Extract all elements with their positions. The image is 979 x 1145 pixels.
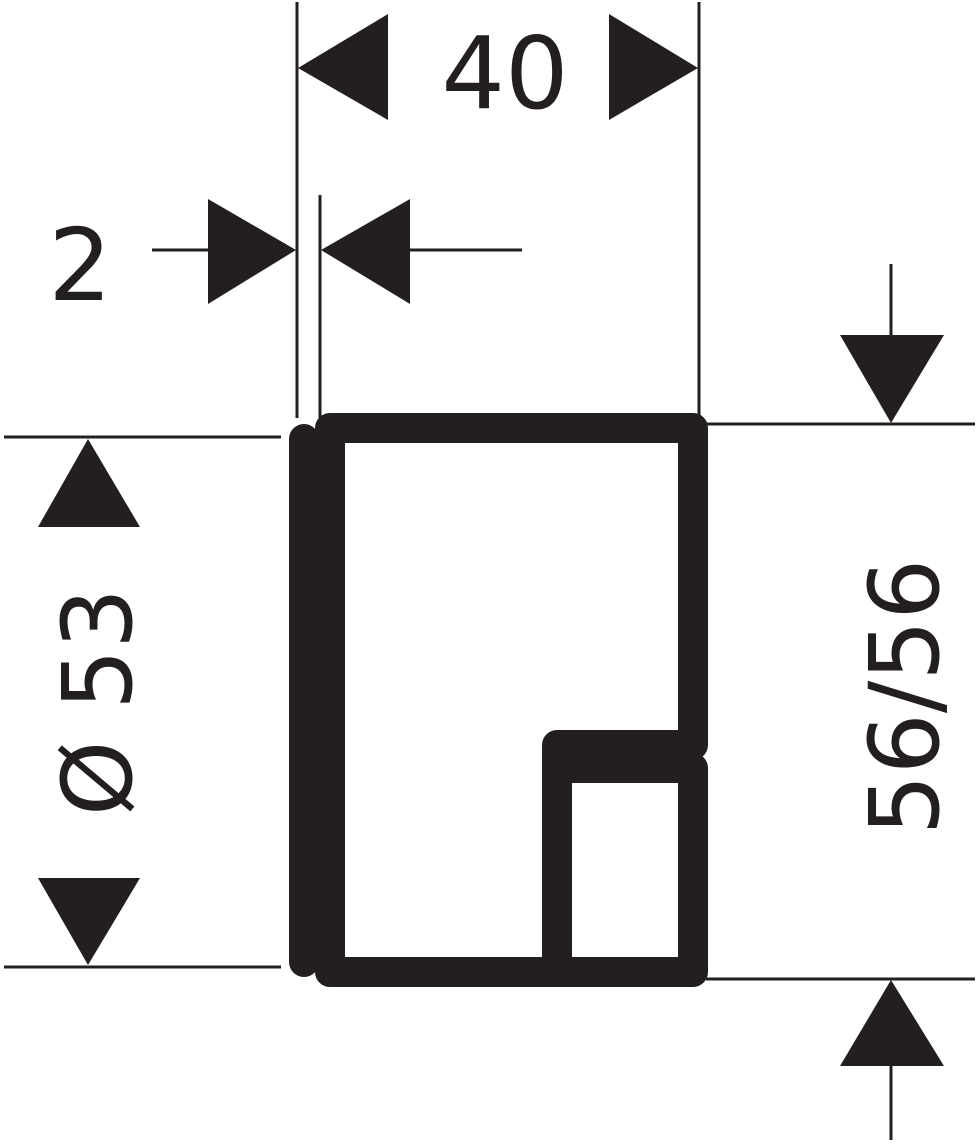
arrow-pointing-left-2 <box>321 199 410 304</box>
arrow-up-53 <box>38 439 140 527</box>
dimension-label-width: 40 <box>441 15 568 132</box>
dimension-label-diameter: Ø 53 <box>42 588 154 816</box>
dimension-diameter-53: Ø 53 <box>4 435 281 969</box>
product-outline <box>289 413 708 987</box>
arrow-pointing-right-2 <box>208 199 296 304</box>
arrow-left-pointing-40 <box>609 14 698 120</box>
dimension-wall-2: 2 <box>48 195 522 418</box>
dimension-label-height: 56/56 <box>849 559 961 836</box>
arrow-right-pointing-40 <box>298 14 388 120</box>
outline-body <box>315 413 708 987</box>
dimension-label-wall: 2 <box>48 207 112 324</box>
arrow-down-56 <box>840 335 944 423</box>
arrow-up-56 <box>840 980 944 1066</box>
arrow-down-53 <box>38 878 140 965</box>
outline-base <box>542 753 708 987</box>
dimension-height-56: 56/56 <box>706 264 975 1140</box>
dimension-width-40: 40 <box>295 2 701 418</box>
